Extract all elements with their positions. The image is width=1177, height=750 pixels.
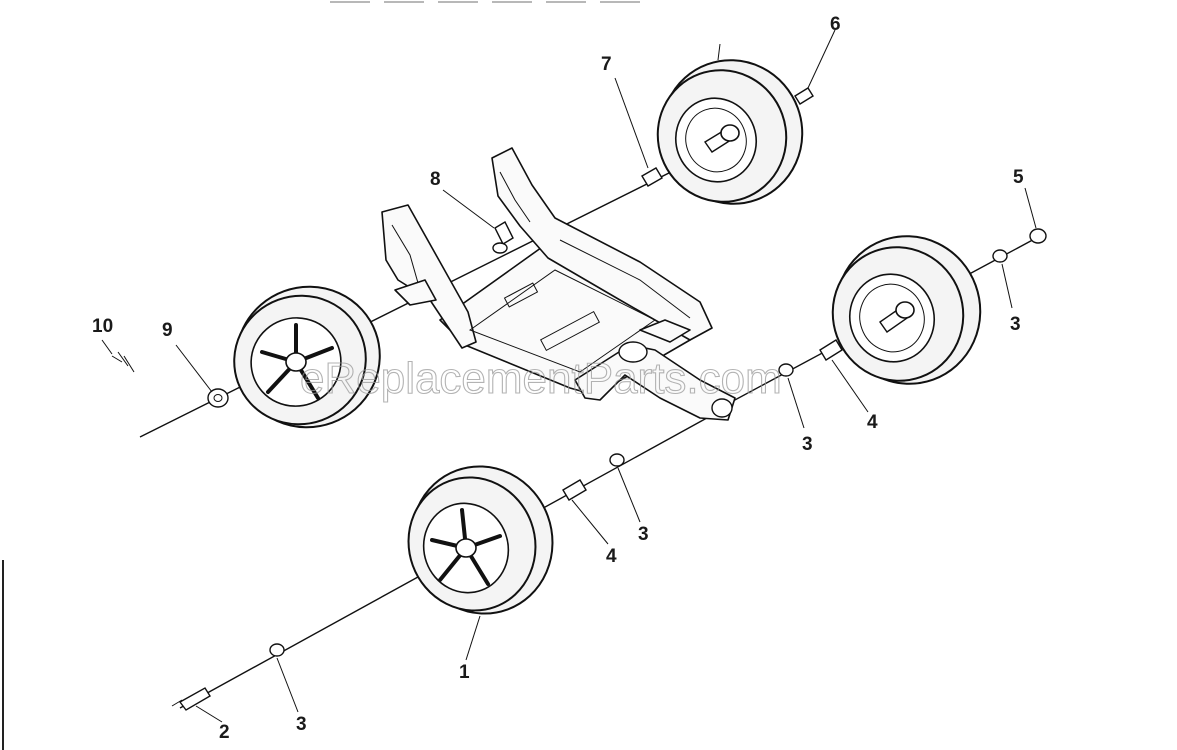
callout-3-center-right: 3 [802, 434, 813, 455]
callout-7: 7 [601, 54, 612, 75]
callout-5: 5 [1013, 167, 1024, 188]
hardware-parts [111, 87, 1047, 711]
wheel-top-right [656, 59, 804, 205]
callout-8: 8 [430, 169, 441, 190]
callout-2: 2 [219, 722, 230, 743]
callout-3-center: 3 [638, 524, 649, 545]
callout-9: 9 [162, 320, 173, 341]
leader-lines [101, 29, 1037, 723]
callout-4-lower: 4 [606, 546, 617, 567]
callout-3-bottom: 3 [296, 714, 307, 735]
callout-10: 10 [92, 316, 113, 337]
frame-chassis [381, 147, 736, 421]
callout-4-right: 4 [867, 412, 878, 433]
axle-lines [139, 139, 1041, 709]
watermark: eReplacementParts.com [300, 354, 782, 403]
callout-6: 6 [830, 14, 841, 35]
wheel-front-right [831, 235, 982, 385]
callout-labels: 7 6 8 5 3 9 10 3 4 3 4 1 3 2 [92, 14, 1024, 743]
wheel-rear-left [233, 285, 381, 429]
callout-1: 1 [459, 662, 470, 683]
wheel-front-left [407, 465, 554, 615]
callout-3-right: 3 [1010, 314, 1021, 335]
